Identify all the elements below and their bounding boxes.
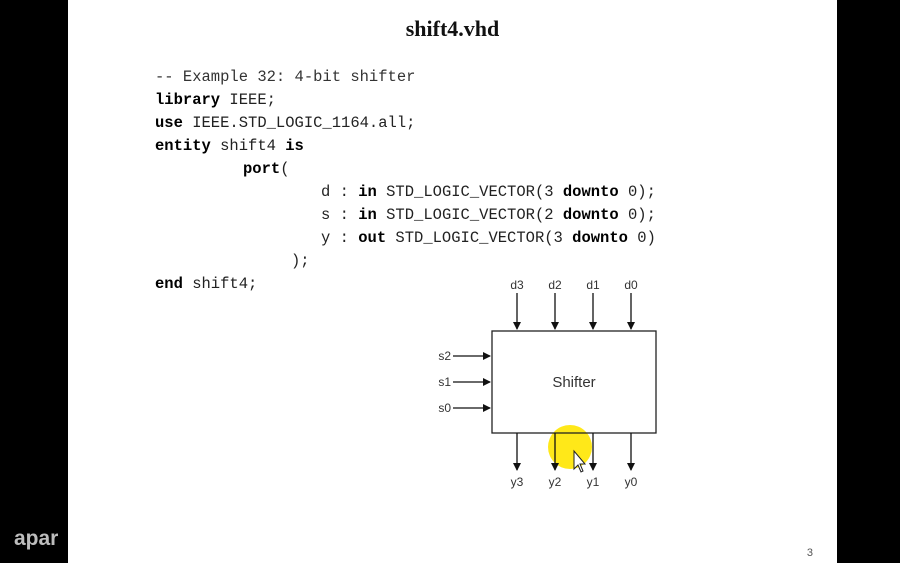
keyword: downto xyxy=(562,183,619,201)
label-y3: y3 xyxy=(511,475,524,489)
keyword: port xyxy=(243,160,281,178)
block-label: Shifter xyxy=(552,374,595,391)
code-text: d : xyxy=(321,183,359,201)
code-line-port-close: ); xyxy=(291,252,310,270)
cursor-highlight xyxy=(548,425,592,469)
code-text: STD_LOGIC_VECTOR(3 xyxy=(386,229,573,247)
label-s2: s2 xyxy=(438,349,451,363)
code-text: 0); xyxy=(618,206,656,224)
code-line-entity: entity shift4 is xyxy=(155,135,304,158)
code-line-comment: -- Example 32: 4-bit shifter xyxy=(155,68,416,86)
label-y0: y0 xyxy=(625,475,638,489)
code-line-port-d: d : in STD_LOGIC_VECTOR(3 downto 0); xyxy=(321,181,656,204)
slide-title: shift4.vhd xyxy=(405,16,500,41)
code-text: ( xyxy=(280,160,290,178)
watermark-logo: apar xyxy=(14,527,59,550)
left-inputs: s2 s1 s0 xyxy=(438,349,491,415)
code-line-port: port( xyxy=(243,158,290,181)
code-line-library: library IEEE; xyxy=(155,89,276,112)
mouse-pointer-icon xyxy=(573,449,587,473)
label-y1: y1 xyxy=(587,475,600,489)
keyword: entity xyxy=(155,137,211,155)
code-text: STD_LOGIC_VECTOR(3 xyxy=(376,183,563,201)
code-text: STD_LOGIC_VECTOR(2 xyxy=(376,206,563,224)
code-text: y : xyxy=(321,229,359,247)
code-text: IEEE.STD_LOGIC_1164.all; xyxy=(182,114,416,132)
label-d3: d3 xyxy=(510,278,524,292)
keyword: in xyxy=(358,206,377,224)
keyword: use xyxy=(155,114,183,132)
bottom-outputs: y3 y2 y1 y0 xyxy=(511,433,638,489)
label-d1: d1 xyxy=(586,278,600,292)
shifter-block xyxy=(491,330,657,434)
code-text: 0) xyxy=(627,229,656,247)
keyword: downto xyxy=(562,206,619,224)
code-line-use: use IEEE.STD_LOGIC_1164.all; xyxy=(155,112,415,135)
keyword: is xyxy=(285,137,304,155)
code-line-port-s: s : in STD_LOGIC_VECTOR(2 downto 0); xyxy=(321,204,656,227)
code-line-end: end shift4; xyxy=(155,273,257,296)
label-s1: s1 xyxy=(438,375,451,389)
top-inputs: d3 d2 d1 d0 xyxy=(510,278,638,330)
shifter-block-diagram: Shifter d3 d2 d1 d0 s2 s1 s0 y3 xyxy=(438,278,657,489)
label-s0: s0 xyxy=(438,401,451,415)
code-text: shift4 xyxy=(210,137,286,155)
slide: shift4.vhd -- Example 32: 4-bit shifter … xyxy=(68,0,837,563)
page-number: 3 xyxy=(806,547,813,559)
code-text: IEEE; xyxy=(220,91,276,109)
code-text: 0); xyxy=(618,183,656,201)
label-d0: d0 xyxy=(624,278,638,292)
code-text: s : xyxy=(321,206,359,224)
keyword: in xyxy=(358,183,377,201)
keyword: end xyxy=(155,275,183,293)
code-text: shift4; xyxy=(182,275,258,293)
label-d2: d2 xyxy=(548,278,562,292)
keyword: downto xyxy=(572,229,628,247)
keyword: library xyxy=(155,91,221,109)
code-line-port-y: y : out STD_LOGIC_VECTOR(3 downto 0) xyxy=(321,227,656,250)
label-y2: y2 xyxy=(549,475,562,489)
keyword: out xyxy=(358,229,387,247)
